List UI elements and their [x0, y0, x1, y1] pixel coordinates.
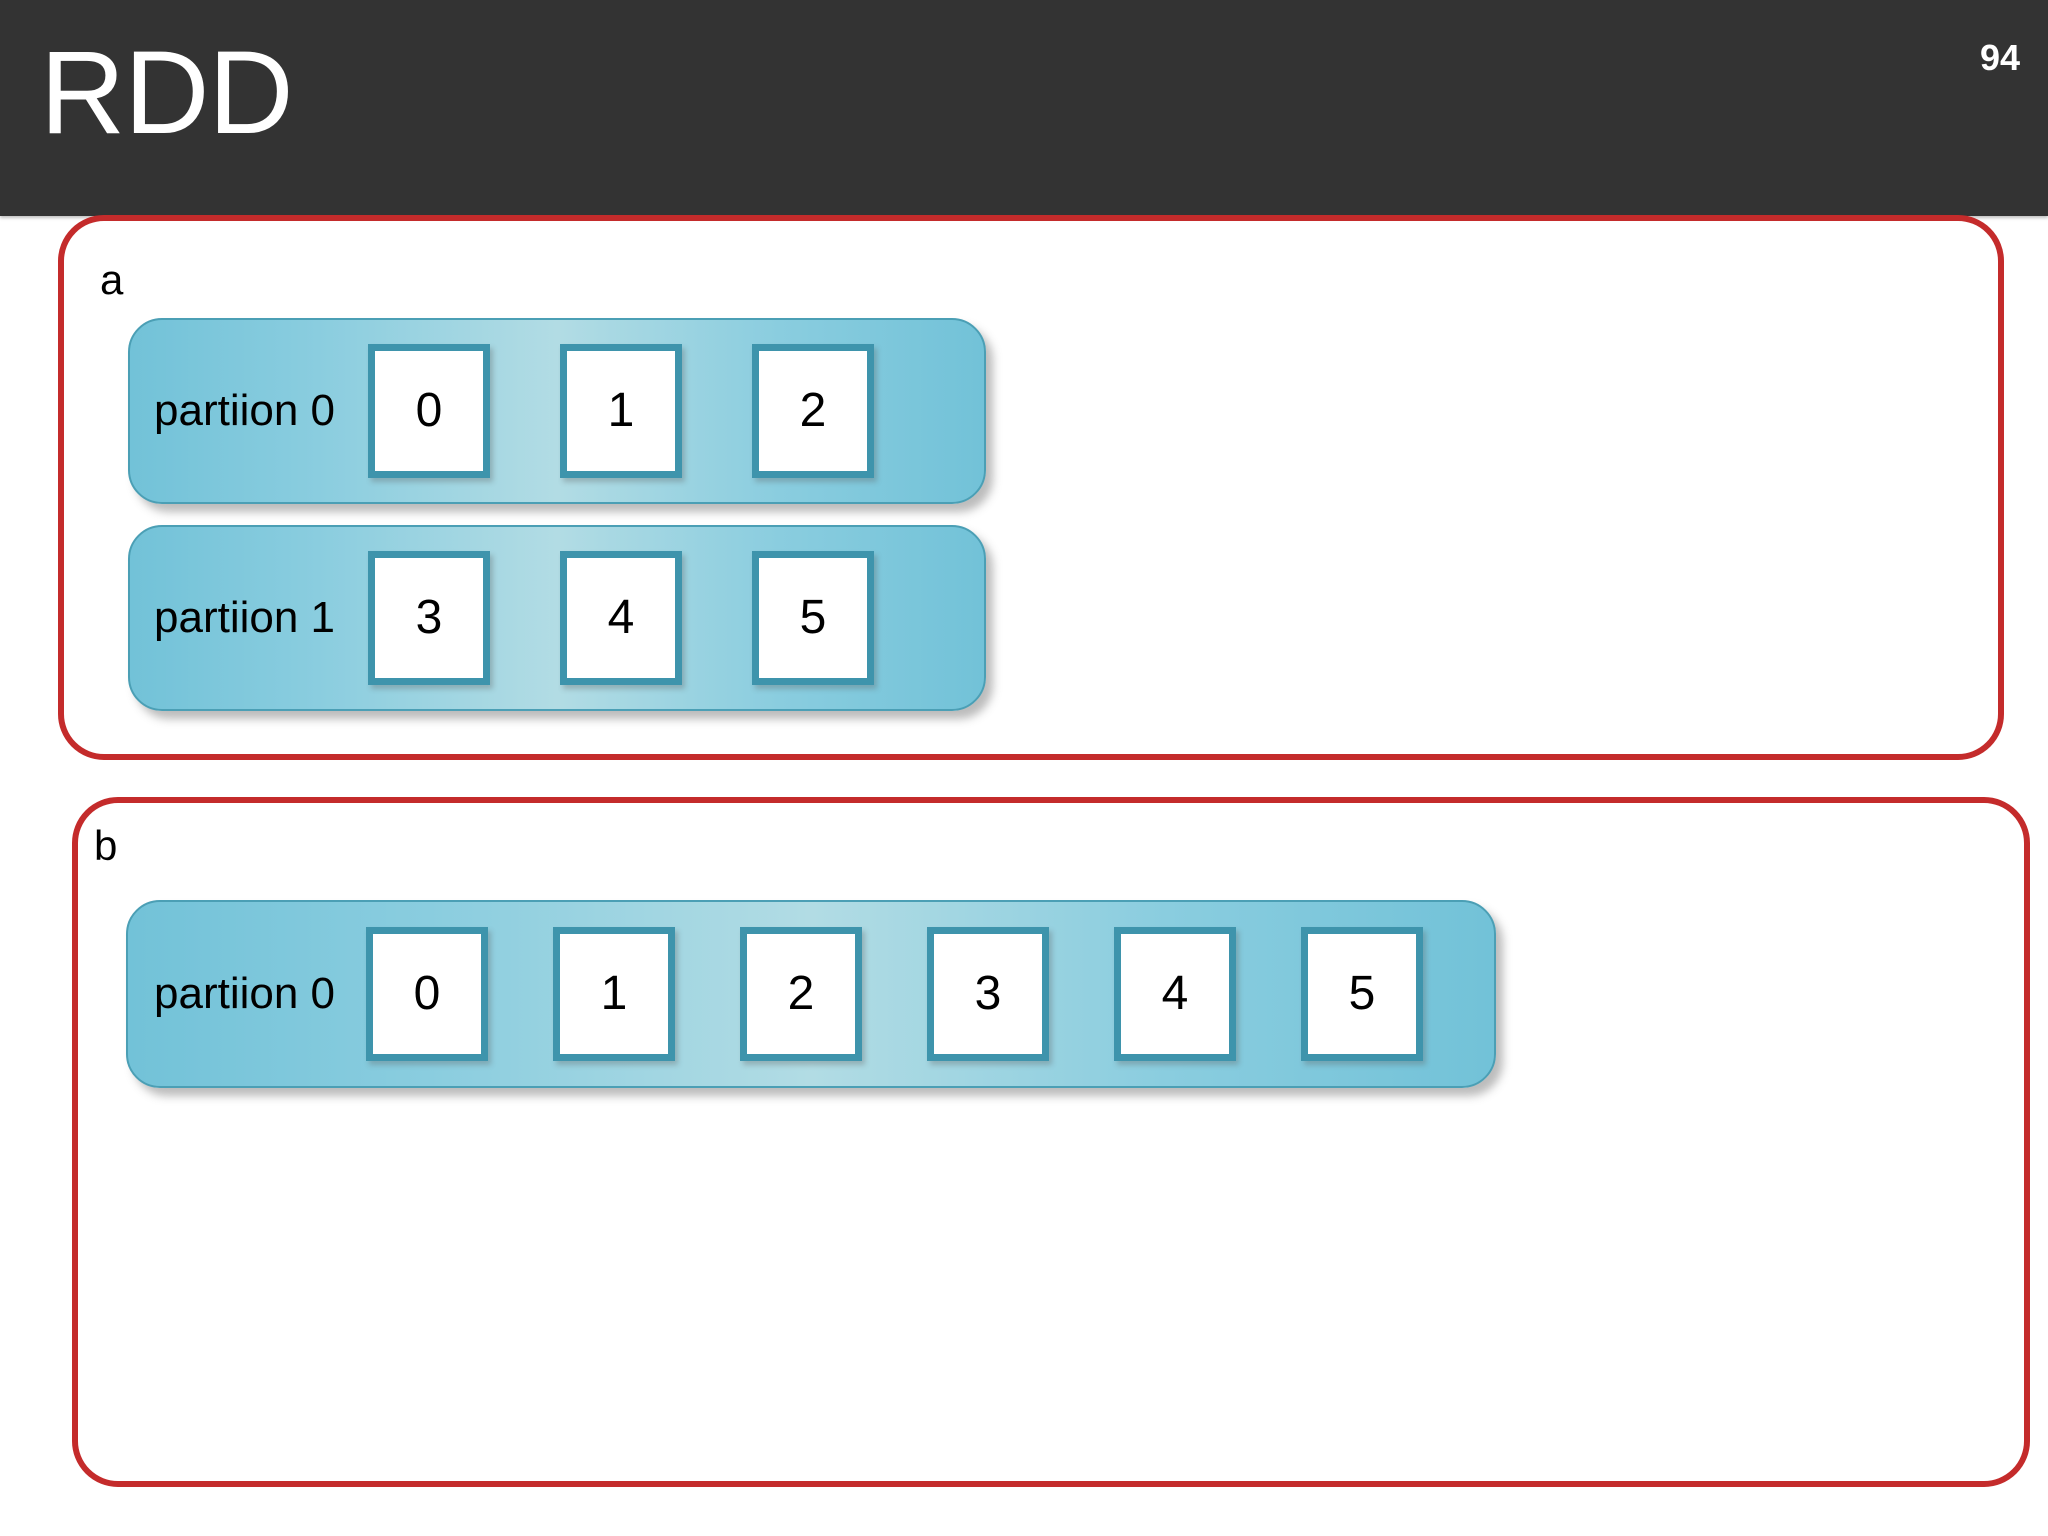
group-label-a: a	[100, 256, 124, 303]
page-title: RDD	[40, 27, 294, 159]
data-cell: 1	[553, 927, 675, 1061]
partition-label: partiion 1	[154, 593, 336, 642]
cell-group: 3 4 5	[368, 551, 944, 685]
data-cell: 0	[368, 344, 490, 478]
data-cell: 3	[368, 551, 490, 685]
data-cell: 0	[366, 927, 488, 1061]
cell-group: 0 1 2 3 4 5	[366, 927, 1488, 1061]
data-cell: 1	[560, 344, 682, 478]
partition-label: partiion 0	[154, 969, 336, 1018]
slide-number: 94	[1979, 37, 2020, 78]
data-cell: 2	[740, 927, 862, 1061]
partition-bar-b-0: partiion 0 0 1 2 3 4 5	[126, 900, 1496, 1088]
partition-label: partiion 0	[154, 386, 336, 435]
partition-bar-a-1: partiion 1 3 4 5	[128, 525, 986, 711]
data-cell: 5	[1301, 927, 1423, 1061]
slide-header: RDD 94	[0, 0, 2048, 216]
group-frame-b: b	[72, 797, 2030, 1487]
data-cell: 2	[752, 344, 874, 478]
group-label-b: b	[94, 822, 118, 869]
partition-bar-a-0: partiion 0 0 1 2	[128, 318, 986, 504]
group-frame-a: a	[58, 215, 2004, 760]
data-cell: 5	[752, 551, 874, 685]
cell-group: 0 1 2	[368, 344, 944, 478]
data-cell: 3	[927, 927, 1049, 1061]
data-cell: 4	[1114, 927, 1236, 1061]
data-cell: 4	[560, 551, 682, 685]
